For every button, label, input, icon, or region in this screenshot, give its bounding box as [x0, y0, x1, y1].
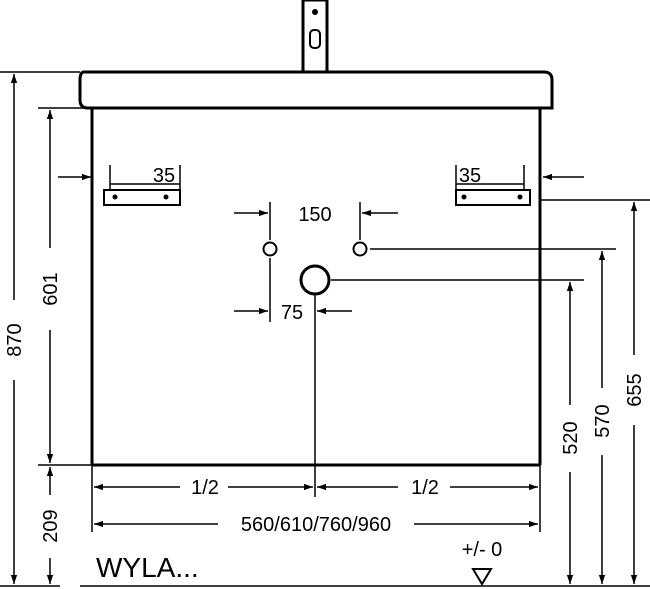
waste-connection — [234, 258, 584, 497]
washbasin — [78, 70, 554, 110]
half-width-left-label: 1/2 — [191, 477, 219, 499]
bracket-offset-left-label: 35 — [153, 165, 175, 187]
level-triangle-icon — [471, 568, 493, 586]
supply-spacing-label: 150 — [298, 204, 331, 226]
cabinet — [90, 108, 542, 467]
half-width-right-label: 1/2 — [411, 477, 439, 499]
left-wall-bracket — [103, 165, 181, 206]
supply-height-label: 570 — [592, 404, 614, 437]
floor-tolerance-label: +/- 0 — [462, 539, 503, 561]
overall-width-label: 560/610/760/960 — [241, 514, 391, 536]
cabinet-height-label: 601 — [40, 272, 62, 305]
bracket-height-label: 655 — [624, 373, 646, 406]
right-wall-bracket — [455, 165, 531, 206]
waste-height-label: 520 — [560, 421, 582, 454]
bracket-offset-right-label: 35 — [459, 165, 481, 187]
plinth-height-label: 209 — [40, 509, 62, 542]
faucet — [301, 0, 329, 74]
supply-offset-label: 75 — [281, 302, 303, 324]
total-height-label: 870 — [4, 323, 26, 356]
left-extension-lines — [0, 71, 92, 466]
brand-label: WYLA... — [96, 552, 199, 583]
supply-connections — [234, 202, 616, 257]
width-extension-lines — [91, 465, 541, 532]
